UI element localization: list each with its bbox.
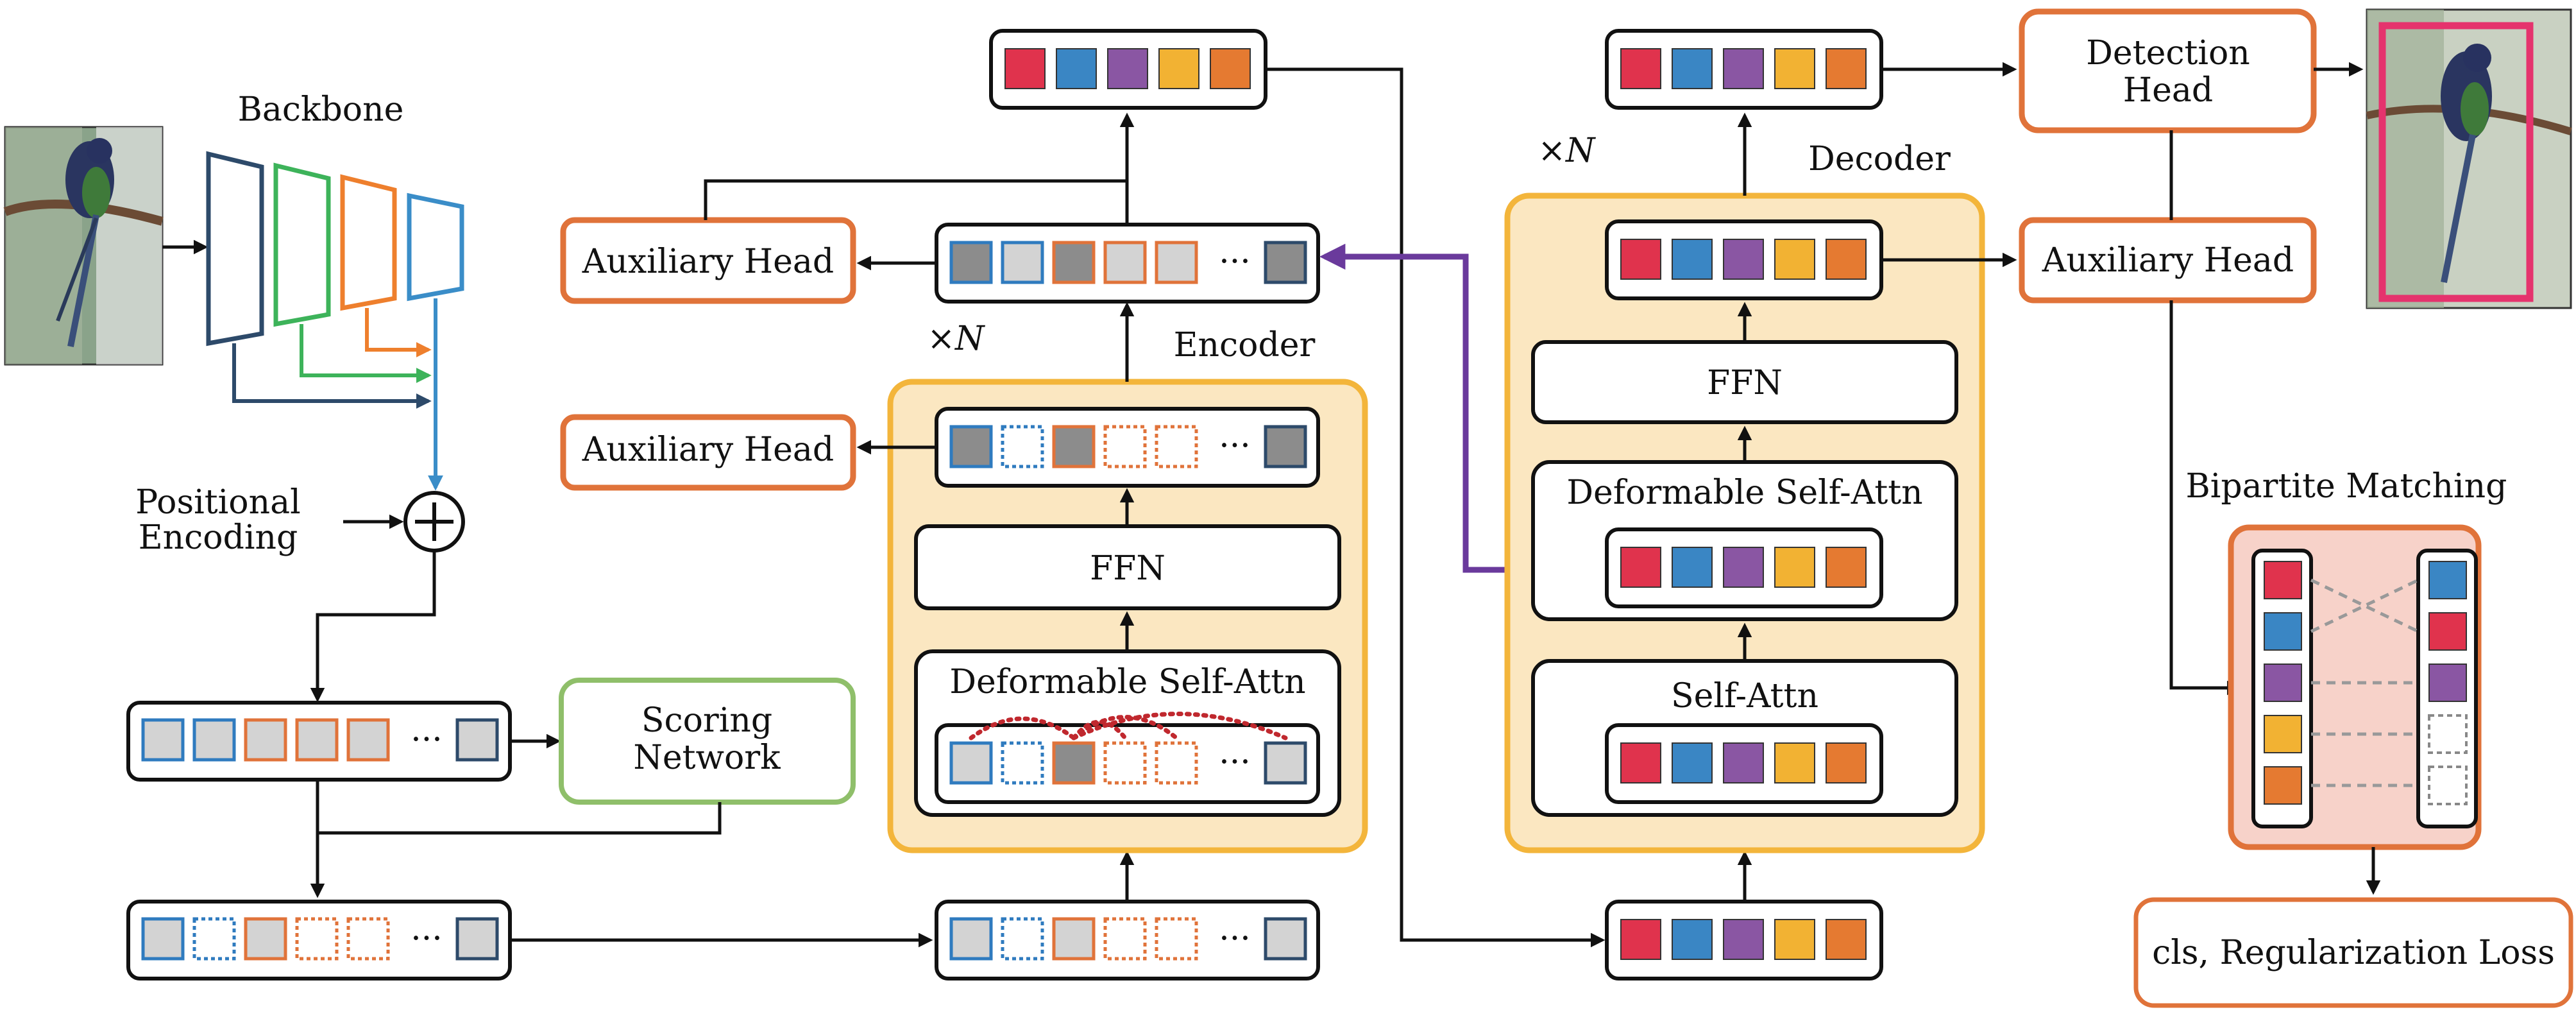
backbone-feature-arrows (232, 298, 443, 491)
encoder-deformable-self-attn-block: Deformable Self-Attn ··· (914, 649, 1341, 817)
aux-top-to-query-line (704, 179, 1127, 220)
ellipsis: ··· (1219, 743, 1251, 782)
ellipsis: ··· (1219, 243, 1251, 281)
decoder-label: Decoder (1808, 140, 1951, 178)
to-matching-arrow (2169, 300, 2242, 696)
decoder-self-attn-block: Self-Attn (1531, 659, 1958, 817)
ellipsis: ··· (1219, 427, 1251, 465)
input-image (3, 126, 164, 366)
backbone-label: Backbone (238, 90, 404, 129)
token-row-sparse: ··· (126, 900, 512, 980)
positional-encoding-label-1: Positional (135, 483, 300, 522)
detection-head-label-1: Detection (2086, 34, 2250, 73)
auxiliary-head-mid: Auxiliary Head (560, 414, 856, 491)
encoder-label: Encoder (1174, 326, 1316, 364)
selected-query-row-top (989, 29, 1267, 110)
auxiliary-head-top: Auxiliary Head (560, 217, 856, 304)
detection-head-box: Detection Head (2019, 8, 2317, 133)
ellipsis: ··· (1219, 920, 1251, 958)
ellipsis: ··· (411, 920, 443, 958)
queries-to-decoder-arrow (1266, 67, 1606, 948)
loss-box: cls, Regularization Loss (2133, 897, 2573, 1008)
scoring-network-label-1: Scoring (641, 701, 772, 740)
loss-label: cls, Regularization Loss (2152, 934, 2555, 972)
attention-sampling-arcs (969, 712, 1288, 741)
scoring-network-label-2: Network (633, 739, 781, 777)
positional-encoding-label-2: Encoding (139, 518, 298, 557)
ellipsis: ··· (411, 721, 443, 759)
token-row-decoder-output (1605, 29, 1883, 110)
self-attn-label: Self-Attn (1671, 677, 1818, 715)
decoder-repeat-label: ×N (1538, 132, 1596, 170)
bipartite-matching-panel (2228, 524, 2482, 850)
deformable-self-attn-label-enc: Deformable Self-Attn (949, 663, 1305, 701)
token-row-decoder-input (1605, 900, 1883, 980)
backbone-stages (206, 151, 464, 347)
encoder-ffn-block: FFN (914, 524, 1341, 610)
aux-head-mid-label: Auxiliary Head (582, 431, 834, 469)
predicted-bbox (2378, 22, 2534, 302)
ffn-label-enc: FFN (1090, 549, 1165, 588)
token-row-encoder-layer-output: ··· (935, 407, 1320, 488)
scoring-return-line (318, 802, 722, 835)
ffn-label-dec: FFN (1707, 364, 1783, 402)
matching-lines (2310, 578, 2419, 787)
output-image-with-box (2366, 8, 2572, 309)
scoring-network-box: Scoring Network (559, 678, 856, 805)
deformable-self-attn-label-dec: Deformable Self-Attn (1566, 474, 1922, 512)
aux-head-top-label: Auxiliary Head (582, 243, 834, 281)
token-row-encoder-memory: ··· (935, 223, 1320, 304)
token-row-decoder-layer-output (1605, 219, 1883, 300)
circled-plus-icon (403, 491, 465, 552)
sum-to-tokens-arrow (310, 551, 436, 703)
decoder-deformable-self-attn-block: Deformable Self-Attn (1531, 460, 1958, 621)
auxiliary-head-right: Auxiliary Head (2019, 217, 2317, 304)
token-row-encoder-input: ··· (935, 900, 1320, 980)
bipartite-matching-label: Bipartite Matching (2186, 467, 2507, 506)
decoder-ffn-block: FFN (1531, 340, 1958, 424)
token-row-input: ··· (126, 701, 512, 782)
detection-head-label-2: Head (2123, 71, 2213, 110)
encoder-repeat-label: ×N (927, 320, 985, 358)
aux-head-right-label: Auxiliary Head (2042, 241, 2294, 280)
